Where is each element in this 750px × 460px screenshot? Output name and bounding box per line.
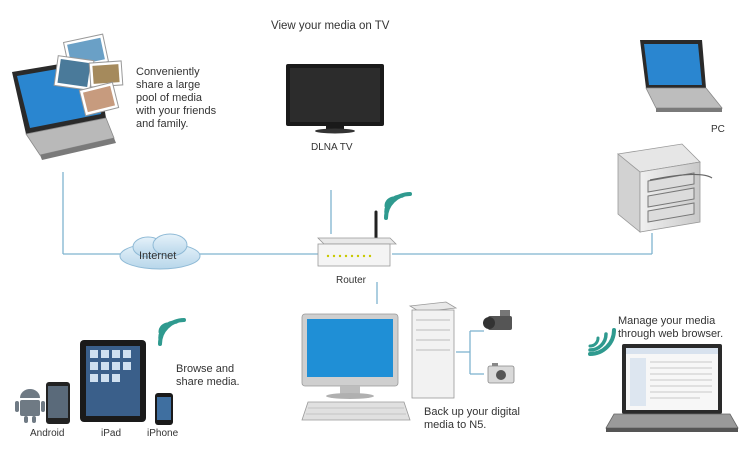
- backup-description: Back up your digital media to N5.: [424, 406, 520, 432]
- share-line-2: share a large: [136, 79, 201, 91]
- internet-label: Internet: [139, 250, 177, 262]
- share-line-4: with your friends: [136, 105, 217, 117]
- ipad-label: iPad: [101, 428, 122, 439]
- manage-description: Manage your media through web browser.: [618, 315, 723, 341]
- camcorder-icon: [483, 310, 512, 330]
- iphone-label: iPhone: [147, 428, 179, 439]
- share-description: Conveniently share a large pool of media…: [136, 66, 216, 131]
- backup-line-1: Back up your digital: [424, 406, 520, 418]
- android-label: Android: [30, 428, 65, 439]
- manage-line-2: through web browser.: [618, 328, 724, 340]
- android-icon: [15, 389, 45, 423]
- share-line-3: pool of media: [136, 92, 203, 104]
- dlna-tv-label: DLNA TV: [311, 142, 353, 153]
- backup-line-2: media to N5.: [424, 419, 487, 431]
- browse-description: Browse and share media.: [176, 363, 240, 389]
- tv-caption: View your media on TV: [271, 20, 390, 32]
- browse-line-1: Browse and: [176, 363, 235, 375]
- router-label: Router: [336, 275, 367, 286]
- share-line-5: and family.: [136, 118, 189, 130]
- manage-line-1: Manage your media: [618, 315, 716, 327]
- browse-line-2: share media.: [176, 376, 240, 388]
- camera-icon: [487, 363, 515, 384]
- pc-label: PC: [711, 124, 725, 135]
- share-line-1: Conveniently: [136, 66, 200, 78]
